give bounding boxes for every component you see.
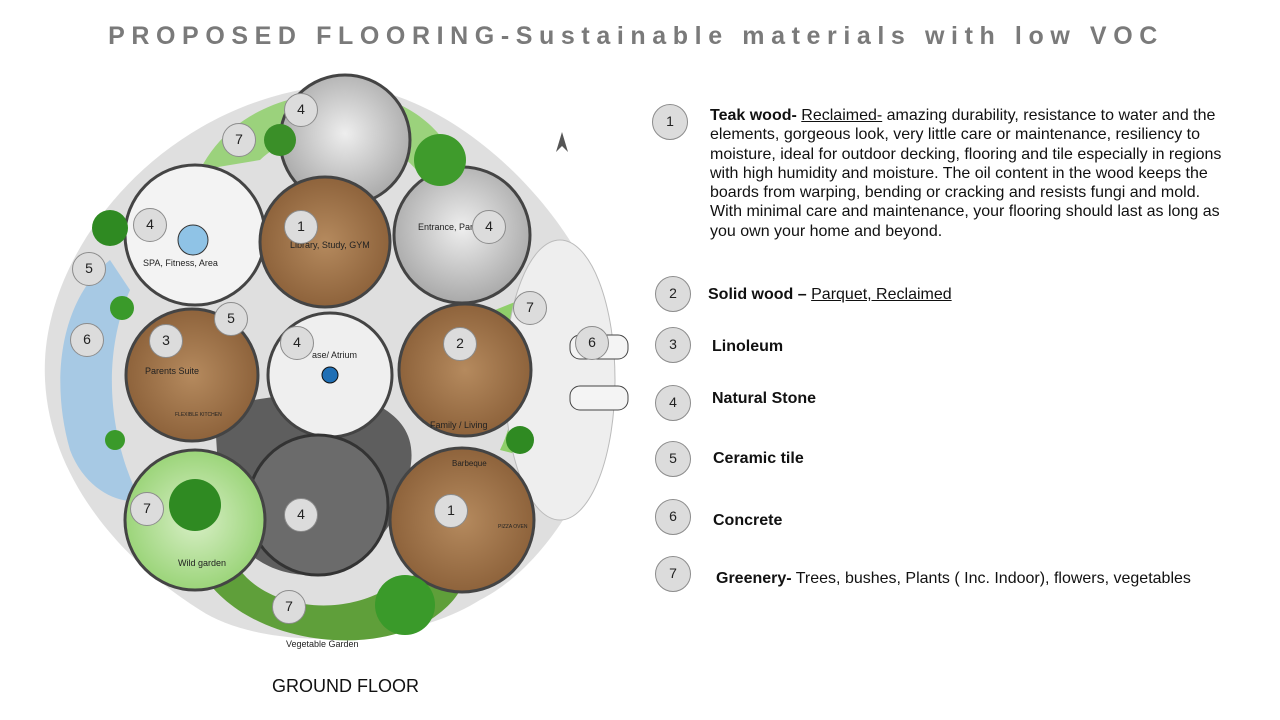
plan-label-library: Library, Study, GYM — [290, 240, 370, 250]
plan-marker: 1 — [284, 210, 318, 244]
legend-item-concrete: Concrete — [713, 512, 782, 530]
legend-sub: Reclaimed- — [801, 107, 883, 124]
plan-label-atrium: ase/ Atrium — [312, 350, 357, 360]
legend-label: Linoleum — [712, 338, 784, 355]
central-stone-room — [246, 433, 390, 577]
plan-marker: 7 — [222, 123, 256, 157]
legend-desc: Trees, bushes, Plants ( Inc. Indoor), fl… — [791, 570, 1191, 587]
legend-item-linoleum: Linoleum — [712, 338, 783, 356]
legend-marker-5: 5 — [655, 441, 691, 477]
plan-marker: 2 — [443, 327, 477, 361]
legend-item-natural-stone: Natural Stone — [712, 390, 816, 408]
tree-icon — [105, 430, 125, 450]
legend-marker-3: 3 — [655, 327, 691, 363]
plan-label-entrance: Entrance, Pan — [418, 222, 475, 232]
tree-icon — [506, 426, 534, 454]
plan-marker: 7 — [513, 291, 547, 325]
plan-label-spa: SPA, Fitness, Area — [143, 258, 218, 268]
legend-item-solid-wood: Solid wood – Parquet, Reclaimed — [708, 286, 952, 304]
pool-area — [60, 260, 140, 501]
plan-label-flex-kitchen: FLEXIBLE KITCHEN — [175, 412, 222, 418]
legend-marker-6: 6 — [655, 499, 691, 535]
spa-pool — [177, 224, 209, 256]
legend-marker-4: 4 — [655, 385, 691, 421]
legend-item-greenery: Greenery- Trees, bushes, Plants ( Inc. I… — [716, 570, 1191, 588]
legend-label: Greenery- — [716, 570, 792, 587]
plan-caption: GROUND FLOOR — [272, 676, 420, 696]
plan-marker: 4 — [133, 208, 167, 242]
family-living-room — [397, 302, 533, 438]
plan-label-wild-garden: Wild garden — [178, 558, 226, 568]
tree-icon — [92, 210, 128, 246]
tree-icon — [169, 479, 221, 531]
atrium-center — [321, 366, 339, 384]
car-icon — [569, 385, 629, 411]
legend-desc: amazing durability, resistance to water … — [710, 107, 1222, 240]
plan-marker: 7 — [272, 590, 306, 624]
plan-label-parents: Parents Suite — [145, 366, 199, 376]
tree-icon — [414, 134, 466, 186]
plan-marker: 5 — [72, 252, 106, 286]
page-title: PROPOSED FLOORING-Sustainable materials … — [108, 22, 1164, 50]
legend-label: Ceramic tile — [713, 450, 804, 467]
plan-marker: 4 — [284, 93, 318, 127]
entrance-room — [392, 165, 532, 305]
legend-marker-1: 1 — [652, 104, 688, 140]
legend-label: Solid wood – — [708, 286, 807, 303]
plan-label-veg-garden: Vegetable Garden — [286, 639, 359, 649]
plan-marker: 3 — [149, 324, 183, 358]
tree-icon — [264, 124, 296, 156]
floor-plan: SPA, Fitness, Area Library, Study, GYM E… — [44, 73, 629, 649]
plan-marker: 4 — [280, 326, 314, 360]
plan-marker: 4 — [472, 210, 506, 244]
plan-marker: 4 — [284, 498, 318, 532]
tree-icon — [110, 296, 134, 320]
plan-marker: 1 — [434, 494, 468, 528]
legend-label: Concrete — [713, 512, 783, 529]
plan-label-family: Family / Living — [430, 420, 488, 430]
tree-icon — [375, 575, 435, 635]
legend-marker-7: 7 — [655, 556, 691, 592]
plan-marker: 6 — [575, 326, 609, 360]
plan-marker: 6 — [70, 323, 104, 357]
legend-sub: Parquet, Reclaimed — [811, 286, 952, 303]
legend-item-ceramic-tile: Ceramic tile — [713, 450, 804, 468]
legend-marker-2: 2 — [655, 276, 691, 312]
plan-marker: 5 — [214, 302, 248, 336]
north-arrow-icon — [556, 132, 568, 152]
legend-label: Teak wood- — [710, 107, 797, 124]
legend-item-teak: Teak wood- Reclaimed- amazing durability… — [710, 106, 1230, 241]
plan-label-pizza: PIZZA OVEN — [498, 524, 528, 530]
plan-marker: 7 — [130, 492, 164, 526]
legend-label: Natural Stone — [712, 390, 817, 407]
library-room — [258, 175, 392, 309]
plan-label-barbeque: Barbeque — [452, 459, 487, 468]
